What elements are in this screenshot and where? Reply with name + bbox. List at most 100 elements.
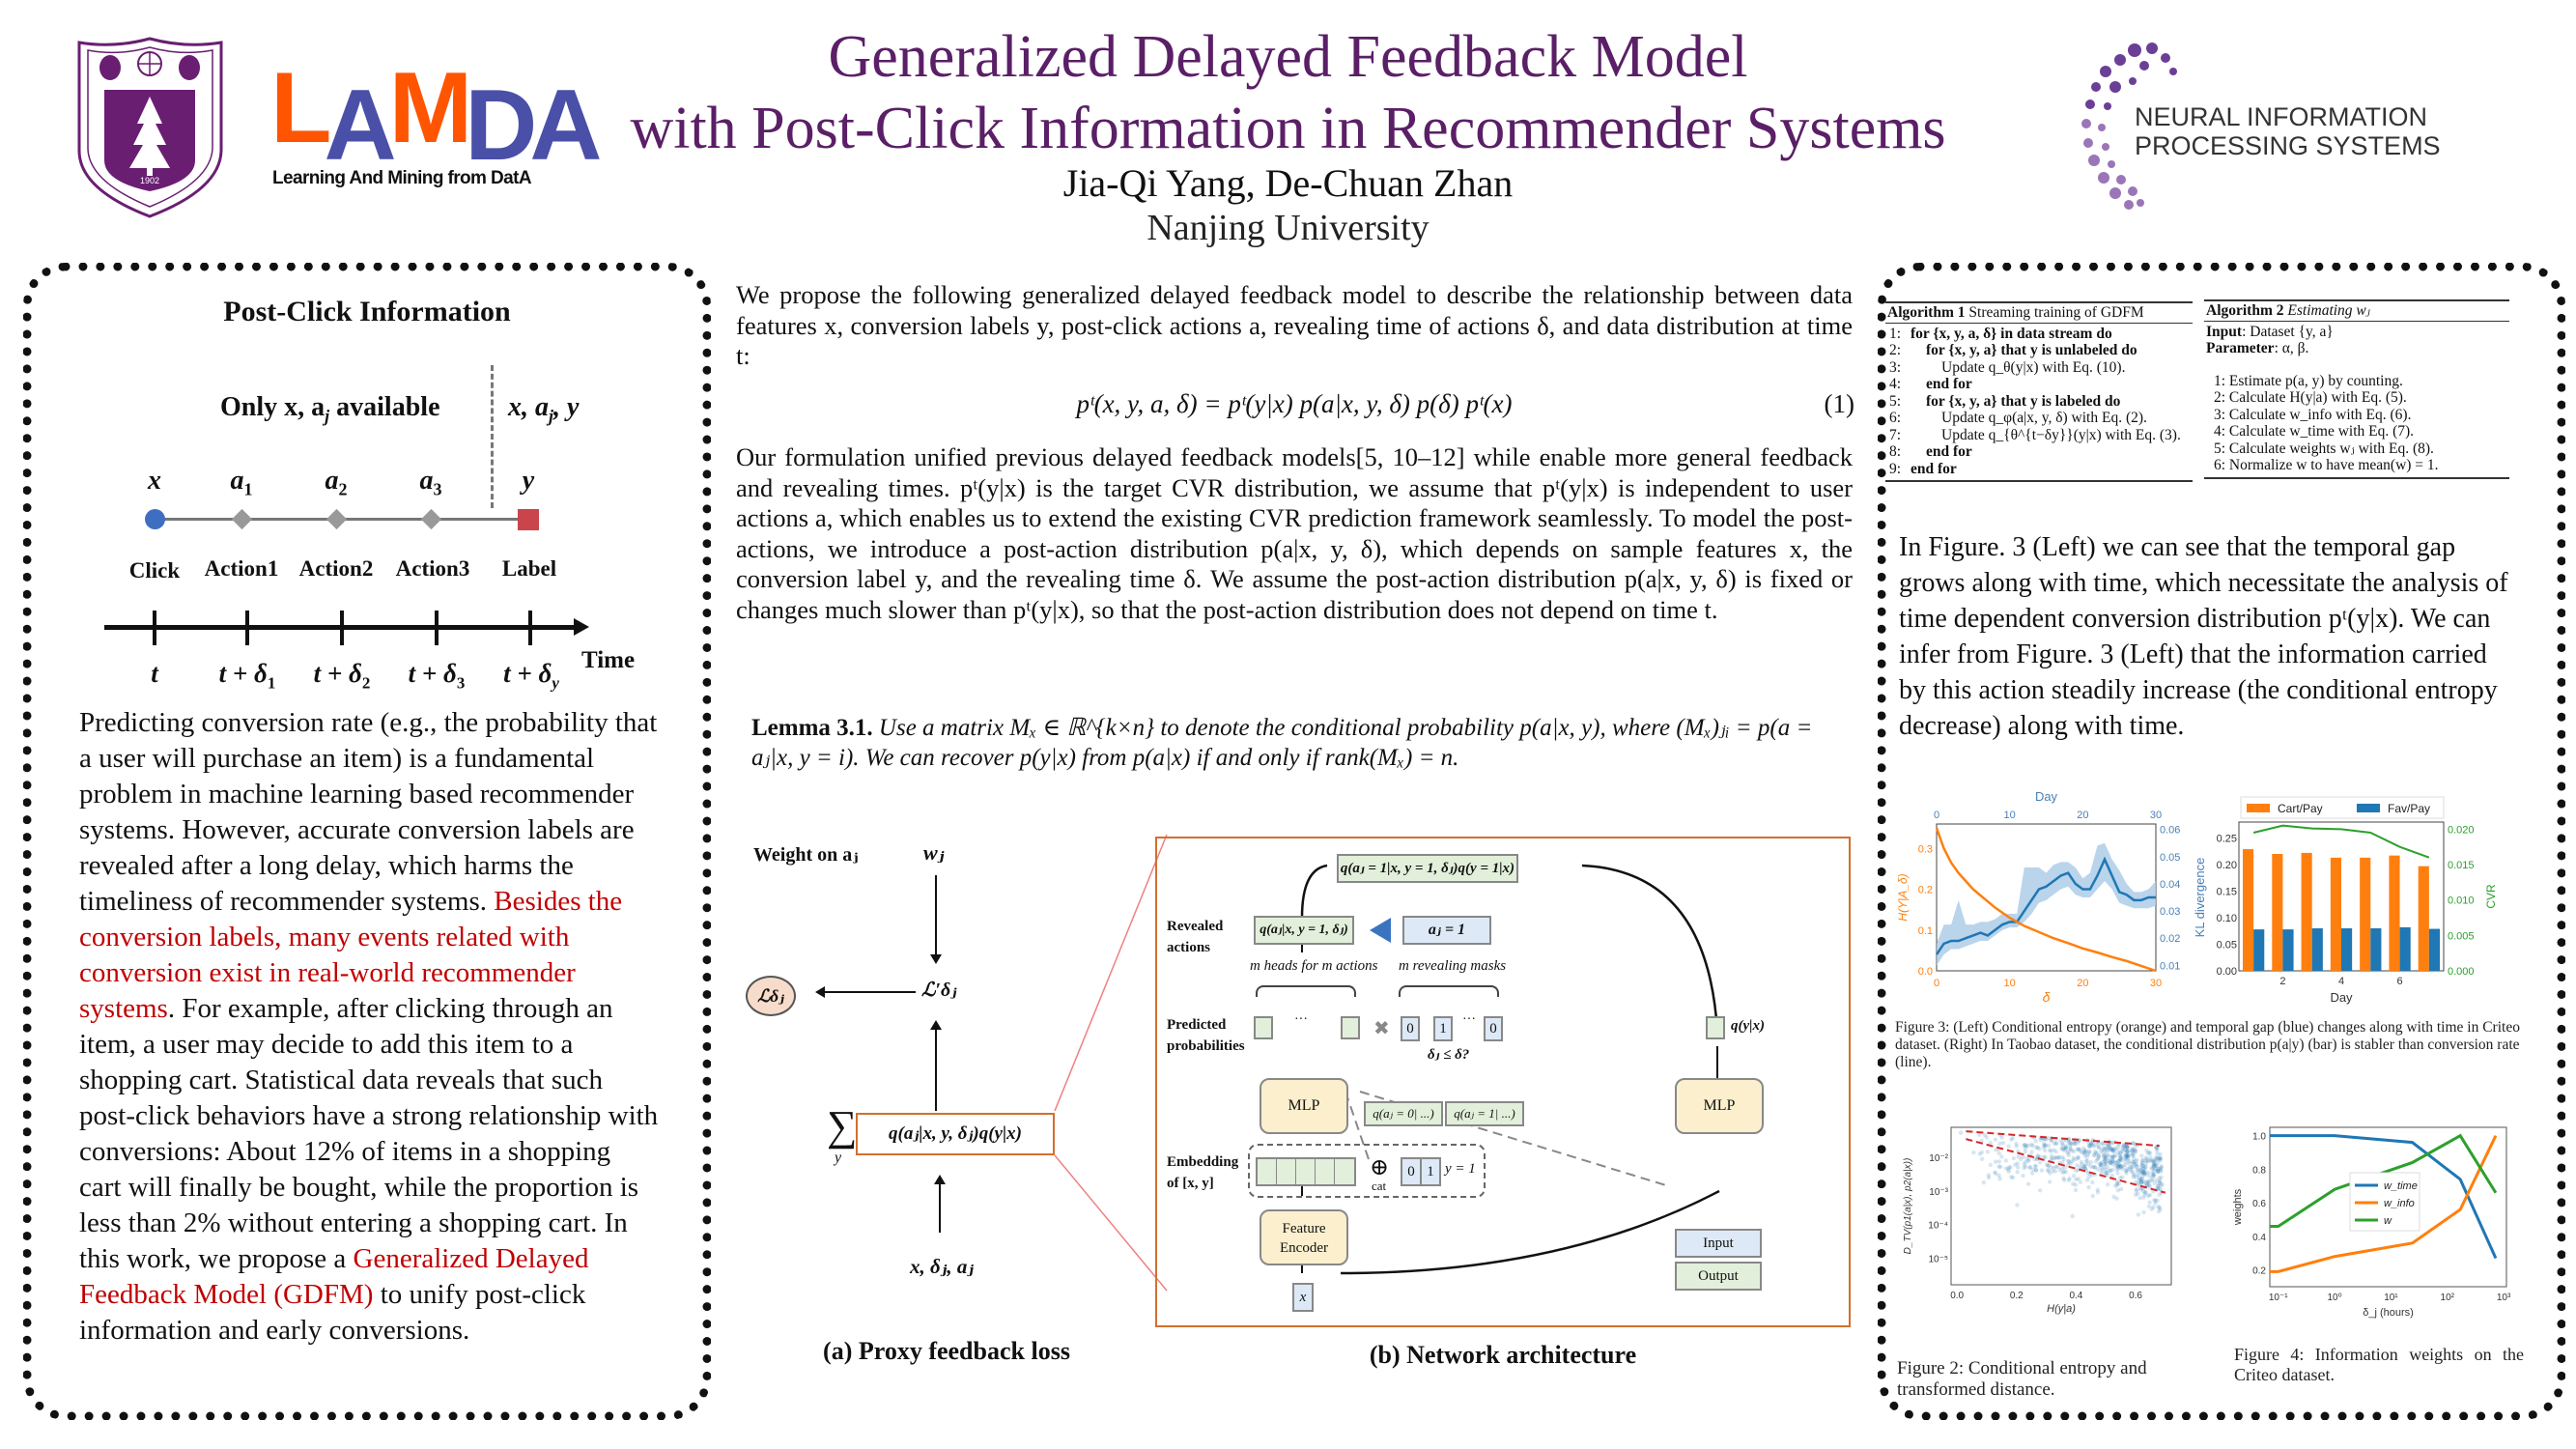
scatter-point bbox=[2154, 1178, 2159, 1182]
scatter-point bbox=[2054, 1154, 2060, 1160]
scatter-point bbox=[2086, 1144, 2092, 1149]
action3-node-icon bbox=[420, 508, 442, 530]
scatter-point bbox=[2085, 1151, 2091, 1156]
embedding-dashed-box bbox=[1248, 1144, 1486, 1198]
scatter-point bbox=[2116, 1158, 2121, 1164]
scatter-point bbox=[2066, 1178, 2072, 1183]
scatter-point bbox=[2043, 1143, 2048, 1148]
mask-0: 0 bbox=[1401, 1016, 1420, 1041]
scatter-point bbox=[2095, 1190, 2101, 1195]
scatter-point bbox=[2117, 1176, 2123, 1180]
scatter-point bbox=[2061, 1156, 2066, 1162]
scatter-point bbox=[2130, 1151, 2136, 1156]
scatter-point bbox=[2059, 1166, 2065, 1171]
sum-symbol: ∑ bbox=[827, 1102, 858, 1150]
y-tick-label: 0.00 bbox=[2217, 966, 2237, 978]
scatter-point bbox=[2041, 1145, 2047, 1150]
y-onehot-1: 1 bbox=[1420, 1157, 1441, 1186]
scatter-point bbox=[2119, 1158, 2124, 1163]
scatter-point bbox=[2116, 1158, 2121, 1164]
scatter-point bbox=[2016, 1165, 2021, 1170]
x-tick-label: 10² bbox=[2441, 1293, 2455, 1303]
tick bbox=[435, 611, 439, 645]
scatter-point bbox=[2118, 1157, 2123, 1162]
scatter-point bbox=[2090, 1164, 2096, 1170]
scatter-point bbox=[2109, 1156, 2114, 1161]
scatter-point bbox=[2079, 1159, 2084, 1164]
scatter-point bbox=[2006, 1144, 2011, 1149]
x-input-box: x bbox=[1292, 1283, 1314, 1312]
scatter-point bbox=[2003, 1166, 2009, 1171]
scatter-point bbox=[2109, 1154, 2115, 1159]
scatter-point bbox=[2129, 1168, 2134, 1173]
scatter-point bbox=[2134, 1149, 2138, 1154]
scatter-point bbox=[2158, 1155, 2164, 1161]
scatter-point bbox=[2063, 1146, 2068, 1151]
x-tick-label: 0.6 bbox=[2129, 1291, 2142, 1301]
scatter-point bbox=[2096, 1153, 2102, 1158]
scatter-point bbox=[2050, 1156, 2054, 1161]
network-caption: (b) Network architecture bbox=[1369, 1341, 1637, 1369]
action2-node-icon bbox=[326, 508, 348, 530]
scatter-point bbox=[2138, 1168, 2143, 1174]
scatter-point bbox=[2109, 1173, 2114, 1179]
algorithm-1-line: 8:end for bbox=[1889, 443, 1972, 460]
scatter-point bbox=[2096, 1156, 2101, 1161]
scatter-point bbox=[2037, 1160, 2043, 1165]
x-tick-label: 0.0 bbox=[1950, 1291, 1964, 1301]
scatter-point bbox=[2158, 1207, 2163, 1212]
scatter-point bbox=[2103, 1159, 2108, 1164]
scatter-point bbox=[2123, 1162, 2128, 1167]
mlp-left: MLP bbox=[1260, 1078, 1348, 1134]
scatter-point bbox=[2052, 1155, 2057, 1161]
scatter-point bbox=[2151, 1172, 2156, 1178]
cart-pay-bar bbox=[2389, 855, 2400, 971]
scatter-point bbox=[2059, 1142, 2065, 1147]
scatter-point bbox=[2021, 1173, 2025, 1179]
scatter-point bbox=[2131, 1140, 2136, 1146]
scatter-point bbox=[2111, 1159, 2116, 1164]
scatter-point bbox=[1997, 1141, 2002, 1147]
post-click-info-panel bbox=[23, 263, 711, 1420]
scatter-point bbox=[2147, 1192, 2153, 1198]
scatter-point bbox=[2151, 1173, 2156, 1179]
scatter-point bbox=[2082, 1153, 2087, 1158]
scatter-point bbox=[2156, 1183, 2161, 1188]
scatter-point bbox=[2131, 1160, 2136, 1165]
scatter-point bbox=[2081, 1148, 2087, 1153]
scatter-point bbox=[2151, 1161, 2156, 1166]
node-y: y bbox=[522, 466, 535, 496]
scatter-point bbox=[2154, 1163, 2159, 1168]
action1-node-icon bbox=[231, 508, 253, 530]
poster-title-line1: Generalized Delayed Feedback Model bbox=[828, 24, 1748, 90]
arrow-head-icon bbox=[930, 954, 942, 964]
intro-paragraph: Predicting conversion rate (e.g., the pr… bbox=[79, 707, 659, 1346]
proxy-caption: (a) Proxy feedback loss bbox=[823, 1337, 1070, 1365]
scatter-point bbox=[2025, 1181, 2031, 1186]
scatter-point bbox=[2125, 1149, 2130, 1154]
y-tick-label: 0.2 bbox=[1918, 885, 1933, 896]
scatter-point bbox=[2075, 1163, 2080, 1168]
algorithm-1-line: 9:end for bbox=[1889, 460, 1957, 477]
scatter-point bbox=[2078, 1164, 2082, 1170]
cart-pay-bar bbox=[2360, 857, 2371, 971]
scatter-point bbox=[2052, 1141, 2057, 1146]
x2-tick-label: 20 bbox=[2077, 810, 2088, 821]
tick bbox=[340, 611, 344, 645]
scatter-point bbox=[2118, 1155, 2123, 1160]
scatter-point bbox=[2065, 1151, 2071, 1155]
scatter-point bbox=[2035, 1153, 2040, 1159]
cart-pay-bar bbox=[2418, 866, 2429, 971]
scatter-point bbox=[2131, 1173, 2137, 1179]
y-tick-label: 0.10 bbox=[2217, 913, 2237, 924]
y-tick-label: 0.6 bbox=[2252, 1199, 2266, 1209]
scatter-point bbox=[2122, 1147, 2127, 1151]
affiliation: Nanjing University bbox=[1146, 208, 1430, 248]
node-name-action3: Action3 bbox=[395, 556, 470, 581]
y2-tick-label: 0.010 bbox=[2448, 895, 2475, 907]
scatter-point bbox=[2103, 1160, 2109, 1166]
scatter-point bbox=[2060, 1142, 2065, 1147]
scatter-point bbox=[2073, 1187, 2079, 1193]
scatter-point bbox=[2141, 1170, 2147, 1175]
